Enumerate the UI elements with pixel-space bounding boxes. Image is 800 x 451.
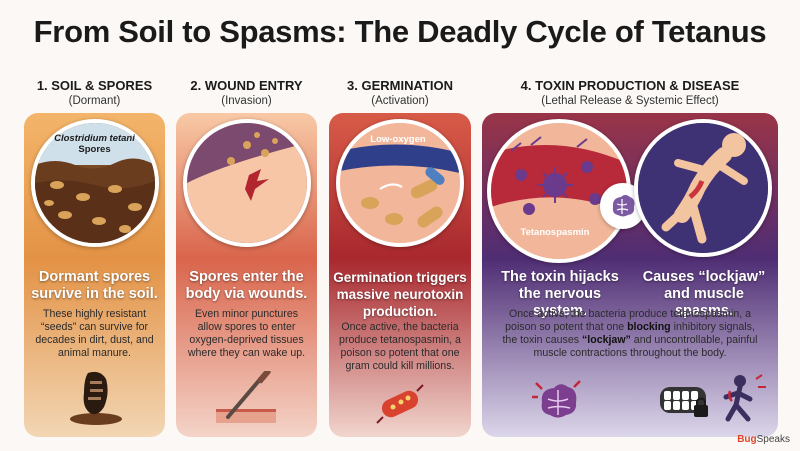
stage-4a-headline-line: The toxin hijacks — [501, 269, 619, 285]
stage-2-body: Even minor punctures allow spores to ent… — [176, 308, 317, 360]
brain-icon — [612, 195, 635, 217]
lockjaw-icon — [660, 374, 766, 422]
stage-3-headline-line: production. — [362, 304, 438, 319]
stage-3-body-line: Once active, the bacteria — [341, 321, 459, 333]
stage-4-subheading: (Lethal Release & Systemic Effect) — [541, 95, 719, 107]
stage-2-headline: Spores enter the body via wounds. — [176, 269, 317, 303]
stage-2-card: Spores enter the body via wounds. Even m… — [176, 113, 317, 437]
germination-illustration — [336, 119, 464, 247]
soil-label: Clostridium tetani Spores — [34, 133, 155, 155]
stage-2-body-line: Even minor punctures — [194, 308, 299, 320]
low-oxygen-label: Low-oxygen — [370, 134, 426, 145]
wound-icon — [187, 123, 307, 243]
stage-3-body: Once active, the bacteria produce tetano… — [329, 321, 471, 373]
rusty-nail-icon — [216, 371, 276, 423]
stage-4-body-line: the toxin causes “lockjaw” and uncontrol… — [486, 334, 774, 347]
stage-2-body-line: allow spores to enter — [197, 321, 296, 333]
stage-2-headline-line: body via wounds. — [185, 286, 308, 302]
stage-3-body-line: gram could kill millions. — [345, 360, 455, 372]
tetanospasmin-label: Tetanospasmin — [520, 227, 590, 238]
spores-label: Spores — [78, 144, 111, 155]
body-text-bold: blocking — [627, 321, 671, 333]
stage-1-subheading: (Dormant) — [68, 95, 121, 107]
bacterium-icon — [376, 384, 424, 424]
stage-1-headline: Dormant spores survive in the soil. — [24, 269, 165, 303]
stage-1-card: Clostridium tetani Spores Dormant spores… — [24, 113, 165, 437]
boot-print-icon — [70, 371, 122, 425]
stage-1-header: 1. SOIL & SPORES (Dormant) — [24, 78, 165, 107]
page-title: From Soil to Spasms: The Deadly Cycle of… — [33, 14, 767, 49]
stage-4b-headline-line: Causes “lockjaw” — [642, 269, 766, 285]
stage-1-body-line: “seeds” can survive for — [40, 321, 149, 333]
bacteria-germination-icon — [340, 123, 460, 243]
stage-3-headline-line: Germination triggers — [333, 270, 467, 285]
stage-3-body-line: produce tetanospasmin, a — [339, 334, 461, 346]
stage-4-body: Once active, the bacteria produce tetano… — [486, 308, 774, 360]
body-text-bold: “lockjaw” — [581, 334, 631, 346]
spasm-figure-icon — [638, 123, 768, 253]
stage-4-body-line: muscle contractions throughout the body. — [533, 347, 727, 359]
stage-2-body-line: oxygen-deprived tissues — [189, 334, 304, 346]
body-text-run: inhibitory signals, — [670, 321, 755, 333]
stage-1-headline-line: Dormant spores — [38, 269, 151, 285]
brand-logo: BugSpeaks — [737, 434, 790, 445]
stage-1-body-line: These highly resistant — [42, 308, 147, 320]
stage-3-subheading: (Activation) — [371, 95, 429, 107]
brain-spasm-icon — [532, 380, 581, 418]
stage-3-headline-line: massive neurotoxin — [336, 287, 464, 302]
brand-suffix: Speaks — [756, 434, 790, 445]
stage-1-headline-line: survive in the soil. — [31, 286, 158, 302]
body-text-run: poison so potent that one — [505, 321, 628, 333]
body-text-run: the toxin causes — [502, 334, 582, 346]
stage-3-card: Low-oxygen Germination triggers massive … — [329, 113, 471, 437]
stage-4a-headline-line: the nervous system. — [518, 286, 602, 319]
stage-2-header: 2. WOUND ENTRY (Invasion) — [176, 78, 317, 107]
stage-3-headline: Germination triggers massive neurotoxin … — [329, 269, 471, 320]
stage-1-body-line: decades in dirt, dust, and — [35, 334, 154, 346]
stage-4-card: Tetanospasmin The toxin hijacks the nerv… — [482, 113, 778, 437]
stage-2-headline-line: Spores enter the — [189, 269, 304, 285]
stage-3-header: 3. GERMINATION (Activation) — [329, 78, 471, 107]
stage-4-body-line: Once active, the bacteria produce tetano… — [508, 308, 752, 320]
wound-illustration — [183, 119, 311, 247]
stage-1-body-line: animal manure. — [57, 347, 131, 359]
stage-1-heading: 1. SOIL & SPORES — [36, 78, 153, 93]
stage-4b-headline: Causes “lockjaw” and muscle spasms. — [634, 269, 774, 320]
stage-1-body: These highly resistant “seeds” can survi… — [24, 308, 165, 360]
stage-4-body-line: poison so potent that one blocking inhib… — [486, 321, 774, 334]
stage-4a-headline: The toxin hijacks the nervous system. — [490, 269, 630, 320]
stage-4b-headline-line: and muscle spasms. — [664, 286, 744, 319]
stage-2-heading: 2. WOUND ENTRY — [190, 78, 303, 93]
stage-2-subheading: (Invasion) — [221, 95, 272, 107]
bacteria-name-label: Clostridium tetani — [54, 133, 135, 144]
spasm-illustration — [634, 119, 772, 257]
stage-4-header: 4. TOXIN PRODUCTION & DISEASE (Lethal Re… — [482, 78, 778, 107]
stage-4-heading: 4. TOXIN PRODUCTION & DISEASE — [520, 78, 740, 93]
brand-prefix: Bug — [737, 434, 757, 445]
stage-3-body-line: poison so potent that one — [340, 347, 460, 359]
stage-2-body-line: where they can wake up. — [187, 347, 306, 359]
soil-illustration — [31, 119, 159, 247]
stage-3-heading: 3. GERMINATION — [347, 78, 453, 93]
body-text-run: and uncontrollable, painful — [630, 334, 758, 346]
